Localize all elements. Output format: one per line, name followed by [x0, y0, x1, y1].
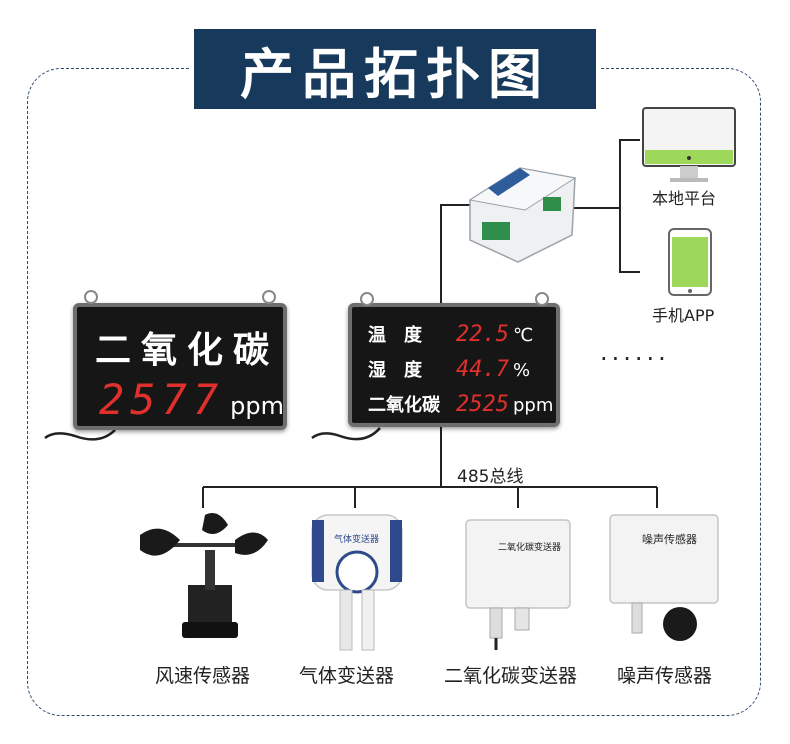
hanging-hook-icon	[262, 290, 276, 304]
gas-transmitter-icon	[311, 514, 403, 651]
mobile-app-label: 手机APP	[652, 306, 715, 325]
sensor-caption-co2: 二氧化碳变送器	[444, 665, 578, 687]
title-banner: 产品拓扑图	[190, 25, 600, 113]
hanging-hook-icon	[535, 292, 549, 306]
noise-device-label: 噪声传感器	[642, 533, 697, 546]
more-devices-ellipsis: ······	[600, 345, 670, 373]
gateway-module	[468, 167, 577, 263]
display-unit: ppm	[230, 392, 285, 420]
sensor-caption-noise: 噪声传感器	[617, 665, 713, 687]
display-label: 二氧化碳	[95, 330, 280, 371]
co2-transmitter-icon	[465, 519, 571, 650]
bus-label: 485总线	[457, 467, 524, 487]
page-title: 产品拓扑图	[240, 42, 550, 106]
monitor-icon	[642, 107, 736, 182]
display-value: 2577	[99, 375, 225, 424]
noise-sensor-icon	[609, 514, 719, 641]
hanging-hook-icon	[84, 290, 98, 304]
hanging-hook-icon	[360, 292, 374, 306]
co2-device-label: 二氧化碳变送器	[498, 543, 562, 553]
sensor-caption-gas: 气体变送器	[299, 665, 395, 687]
local-platform-label: 本地平台	[652, 189, 717, 208]
wind-speed-sensor-icon	[140, 512, 268, 638]
sensor-caption-wind: 风速传感器	[155, 665, 251, 687]
phone-icon	[668, 228, 712, 296]
gas-device-label: 气体变送器	[334, 535, 380, 545]
